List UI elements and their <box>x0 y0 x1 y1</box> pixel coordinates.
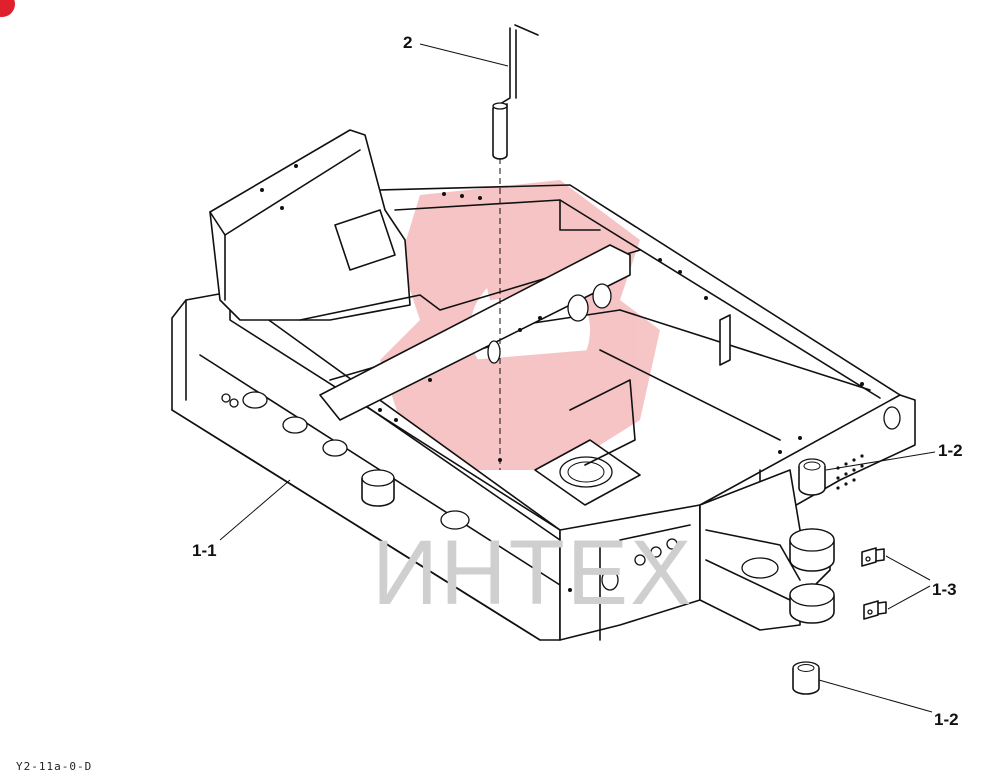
grease-fitting-lower <box>863 600 887 620</box>
callout-2: 2 <box>403 33 412 52</box>
callout-1-2-lower: 1-2 <box>934 710 959 729</box>
bushing-lower <box>792 661 820 695</box>
leader-2 <box>419 43 509 67</box>
callout-1-1: 1-1 <box>192 541 217 560</box>
leader-1-2-upper <box>825 451 936 471</box>
watermark-text: ИНТЕХ <box>372 522 694 624</box>
leader-1-2-lower <box>818 679 933 713</box>
callout-1-3: 1-3 <box>932 580 957 599</box>
pin-part <box>492 24 539 470</box>
leader-1-3-lower <box>887 585 931 610</box>
leader-1-3-upper <box>885 555 931 581</box>
bushing-upper <box>798 454 864 496</box>
drawing-code: Y2-11a-0-D <box>16 760 92 773</box>
swing-bracket <box>699 469 835 631</box>
grease-fitting-upper <box>861 547 885 567</box>
leader-lines <box>219 43 936 713</box>
callout-1-2-upper: 1-2 <box>938 441 963 460</box>
leader-1-1 <box>219 479 291 541</box>
corner-badge <box>0 0 15 17</box>
